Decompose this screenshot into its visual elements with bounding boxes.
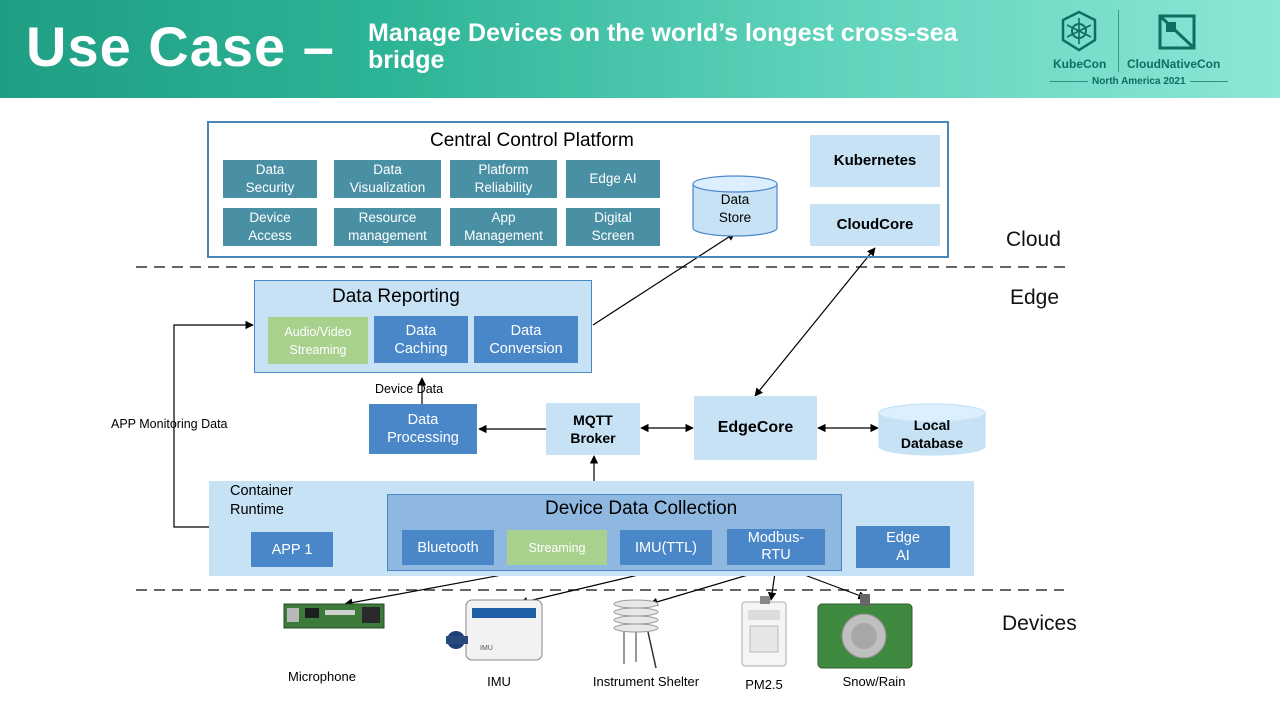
mqtt-broker-box: MQTT Broker [546, 403, 640, 455]
event-line-right [1190, 81, 1228, 82]
zone-label-edge: Edge [1010, 286, 1060, 309]
central-control-platform-title: Central Control Platform [430, 130, 634, 151]
module-resource-management: Resource management [334, 208, 441, 246]
device-data-collection-title: Device Data Collection [545, 498, 738, 519]
module-digital-screen: Digital Screen [566, 208, 660, 246]
cncf-logo-icon [1158, 14, 1196, 55]
data-processing-box: Data Processing [369, 404, 477, 454]
module-device-access: Device Access [223, 208, 317, 246]
zone-label-devices: Devices [1002, 612, 1077, 635]
module-platform-reliability: Platform Reliability [450, 160, 557, 198]
slide-subtitle: Manage Devices on the world’s longest cr… [368, 19, 958, 74]
module-bluetooth: Bluetooth [402, 530, 494, 565]
module-edge-ai-cloud: Edge AI [566, 160, 660, 198]
device-label-instrument-shelter: Instrument Shelter [592, 674, 700, 689]
app1-box: APP 1 [251, 532, 333, 567]
event-label: North America 2021 [1092, 76, 1186, 87]
instrument-shelter-icon [613, 599, 659, 669]
snow-rain-sensor-icon [817, 594, 913, 669]
kubecon-logo-icon [1060, 10, 1098, 59]
slide-title: Use Case – [26, 15, 335, 78]
event-line-left [1050, 81, 1088, 82]
module-modbus-rtu: Modbus- RTU [727, 529, 825, 565]
local-database: Local Database [900, 417, 964, 451]
edgecore-box: EdgeCore [694, 396, 817, 460]
svg-text:IMU: IMU [480, 645, 493, 652]
device-label-pm25: PM2.5 [745, 677, 783, 692]
logo-divider [1118, 10, 1119, 72]
pm25-sensor-icon [741, 596, 787, 667]
module-imu-ttl: IMU(TTL) [620, 530, 712, 565]
arrow-reporting-to-datastore [592, 232, 736, 326]
central-control-platform-panel [207, 121, 949, 258]
module-streaming: Streaming [507, 530, 607, 565]
arrow-edgecore-cloudcore [754, 247, 876, 397]
data-reporting-title: Data Reporting [332, 286, 460, 307]
module-data-visualization: Data Visualization [334, 160, 441, 198]
device-label-imu: IMU [487, 674, 511, 689]
zone-label-cloud: Cloud [1006, 228, 1061, 251]
module-audio-video-streaming: Audio/Video Streaming [268, 317, 368, 364]
kubernetes-box: Kubernetes [810, 135, 940, 187]
device-label-microphone: Microphone [288, 669, 356, 684]
app-monitoring-data-label: APP Monitoring Data [111, 417, 228, 431]
data-store: Data Store [718, 192, 752, 225]
module-app-management: App Management [450, 208, 557, 246]
imu-sensor-icon: IMU [446, 599, 543, 661]
arrow-app-monitoring [173, 320, 254, 528]
module-data-caching: Data Caching [374, 316, 468, 363]
device-data-label: Device Data [375, 382, 444, 396]
module-data-conversion: Data Conversion [474, 316, 578, 363]
edge-ai-box: Edge AI [856, 526, 950, 568]
cloudnativecon-logo-text: CloudNativeCon [1127, 57, 1221, 71]
kubecon-logo-text: KubeCon [1053, 57, 1107, 71]
module-data-security: Data Security [223, 160, 317, 198]
cloudcore-box: CloudCore [810, 204, 940, 246]
device-label-snow-rain: Snow/Rain [842, 674, 906, 689]
microphone-icon [283, 603, 385, 629]
container-runtime-label: Container Runtime [230, 483, 293, 518]
slide-header: Use Case – Manage Devices on the world’s… [0, 0, 1280, 98]
